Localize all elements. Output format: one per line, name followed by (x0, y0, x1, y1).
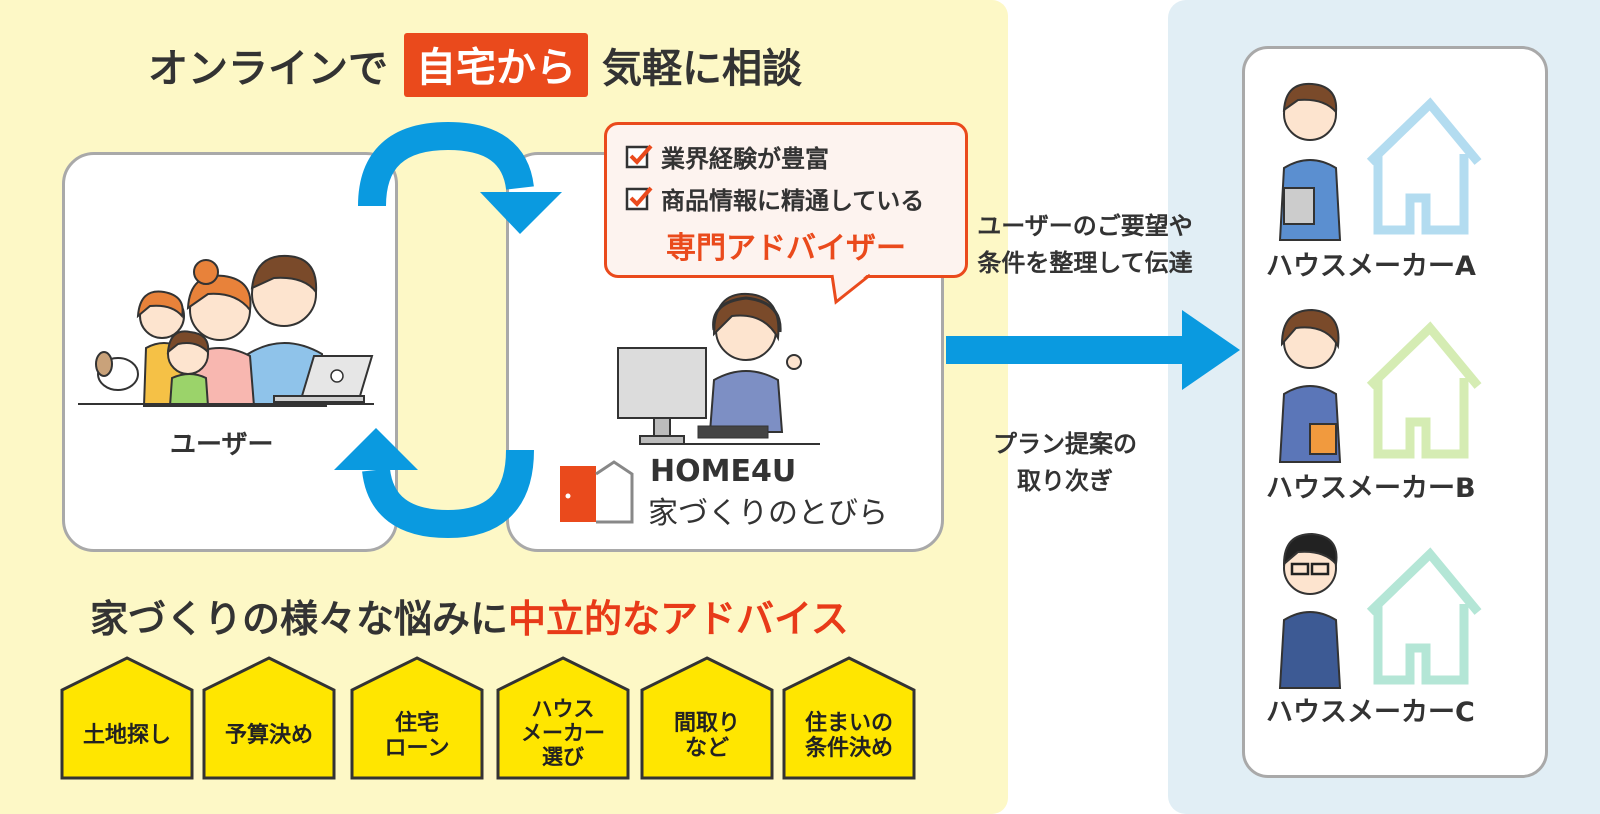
topic-label: 間取り など (640, 692, 774, 780)
topic-tile: 住まいの 条件決め (782, 656, 916, 780)
topic-label: 住まいの 条件決め (782, 692, 916, 780)
topic-tile: 土地探し (60, 656, 194, 780)
cycle-arrows (330, 110, 580, 550)
user-label: ユーザー (170, 424, 273, 461)
right-arrow (944, 306, 1244, 394)
arrow-up-head (334, 428, 418, 470)
checkbox-icon (625, 185, 653, 213)
house-outline (1370, 328, 1478, 386)
topic-tile: 予算決め (202, 656, 336, 780)
topic-label: 予算決め (202, 692, 336, 780)
advisor-title: 専門アドバイザー (607, 223, 965, 267)
checkbox-icon (625, 143, 653, 171)
advice-heading-prefix: 家づくりの様々な悩みに (90, 597, 508, 641)
check-item: 業界経験が豊富 (625, 139, 829, 174)
house-outline (1370, 554, 1478, 612)
arrow-down-head (480, 192, 562, 234)
maker-label: ハウスメーカーA (1266, 244, 1476, 283)
topic-tile: 住宅 ローン (350, 656, 484, 780)
advisor-bubble: 業界経験が豊富 商品情報に精通している 専門アドバイザー (604, 122, 968, 278)
check-item-label: 商品情報に精通している (661, 181, 924, 216)
logo-wordmark: HOME4U (650, 454, 796, 489)
maker-label: ハウスメーカーC (1266, 690, 1475, 729)
topic-label: ハウス メーカー 選び (496, 686, 630, 780)
maker-a-illustration (1274, 74, 1484, 244)
flow-from-makers-text: プラン提案の 取り次ぎ (970, 426, 1160, 500)
page-title: オンラインで 自宅から 気軽に相談 (148, 36, 802, 94)
advisor-illustration (614, 282, 824, 452)
topic-label: 住宅 ローン (350, 692, 484, 780)
advice-heading-highlight: 中立的なアドバイス (508, 597, 849, 641)
title-prefix: オンラインで (148, 36, 388, 94)
check-item-label: 業界経験が豊富 (661, 139, 829, 174)
maker-b-illustration (1274, 298, 1484, 468)
topic-label: 土地探し (60, 692, 194, 780)
logo-subtitle: 家づくりのとびら (648, 488, 888, 532)
maker-c-illustration (1274, 524, 1484, 694)
bubble-tail (826, 272, 876, 306)
check-item: 商品情報に精通している (625, 181, 924, 216)
house-outline (1370, 104, 1478, 162)
advice-heading: 家づくりの様々な悩みに中立的なアドバイス (90, 588, 849, 643)
title-suffix: 気軽に相談 (602, 36, 802, 94)
home4u-logo-icon (556, 460, 636, 526)
flow-to-makers-text: ユーザーのご要望や 条件を整理して伝達 (960, 208, 1210, 282)
title-highlight: 自宅から (404, 33, 588, 97)
maker-label: ハウスメーカーB (1266, 466, 1476, 505)
topic-tile: 間取り など (640, 656, 774, 780)
topic-tile: ハウス メーカー 選び (496, 656, 630, 780)
